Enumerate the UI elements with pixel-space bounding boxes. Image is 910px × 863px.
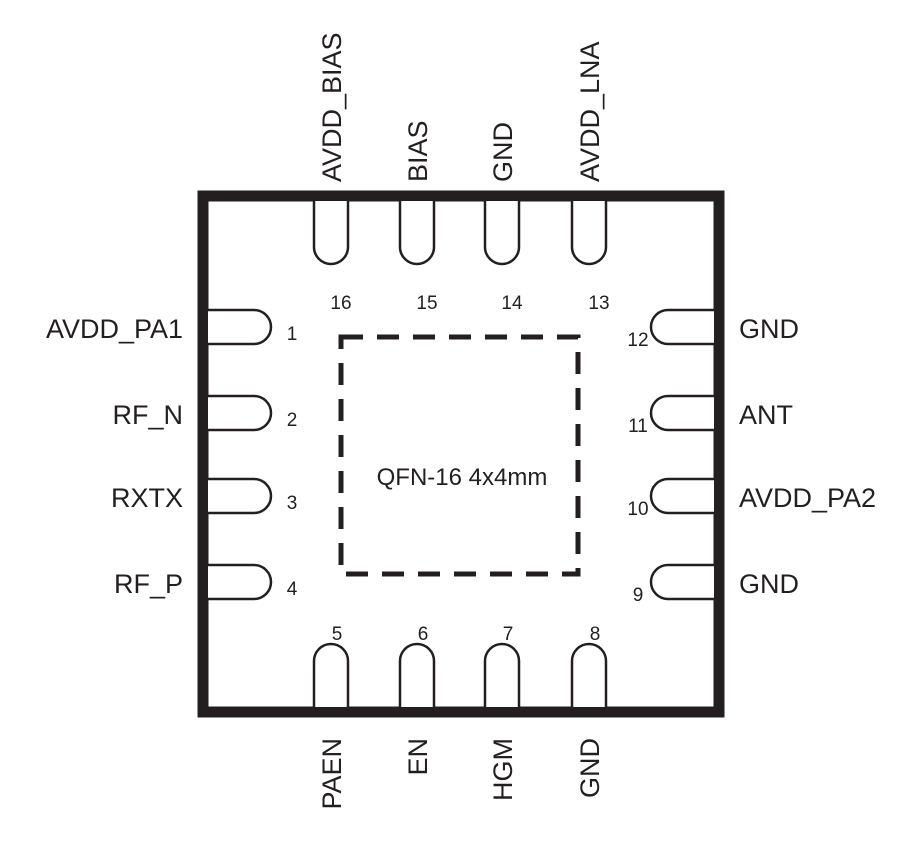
pin-number-2: 2 [287, 410, 298, 431]
pin-name-3: RXTX [111, 483, 183, 513]
pin-pad-8 [570, 642, 608, 707]
pin-pad-7 [483, 642, 521, 707]
pin-number-14: 14 [501, 293, 523, 314]
pin-number-11: 11 [628, 416, 648, 437]
pin-pad-11 [649, 394, 714, 432]
pin-name-6: EN [403, 738, 433, 776]
pin-number-8: 8 [590, 624, 601, 645]
pin-number-5: 5 [332, 624, 343, 645]
pin-name-13: AVDD_LNA [575, 41, 605, 182]
pin-name-8: GND [575, 738, 605, 798]
pin-number-10: 10 [627, 499, 648, 520]
pin-pad-5 [312, 642, 350, 707]
pin-pad-6 [398, 642, 436, 707]
pin-pad-1 [208, 308, 273, 346]
pin-number-3: 3 [287, 493, 298, 514]
pin-name-7: HGM [488, 738, 518, 801]
pin-name-9: GND [739, 569, 799, 599]
pin-number-4: 4 [287, 579, 298, 600]
pin-name-16: AVDD_BIAS [317, 32, 347, 182]
pin-name-11: ANT [739, 400, 793, 430]
pin-pads [208, 201, 714, 707]
pin-number-1: 1 [287, 324, 298, 345]
pin-number-12: 12 [627, 330, 648, 351]
pin-pad-16 [312, 201, 350, 266]
pin-pad-12 [649, 308, 714, 346]
pin-name-5: PAEN [317, 738, 347, 810]
pin-name-2: RF_N [112, 400, 183, 430]
pin-pad-2 [208, 394, 273, 432]
pin-name-4: RF_P [114, 569, 183, 599]
pin-name-15: BIAS [403, 120, 433, 182]
pin-pad-13 [570, 201, 608, 266]
pin-name-12: GND [739, 314, 799, 344]
pin-number-9: 9 [633, 585, 644, 606]
pin-number-7: 7 [503, 624, 514, 645]
pin-pad-10 [649, 477, 714, 515]
pin-number-6: 6 [418, 624, 429, 645]
package-outline [197, 190, 725, 718]
pin-number-15: 15 [416, 293, 437, 314]
pin-number-13: 13 [588, 293, 609, 314]
pin-name-14: GND [488, 122, 518, 182]
pin-pad-9 [649, 563, 714, 601]
package-label: QFN-16 4x4mm [377, 464, 548, 491]
pin-pad-4 [208, 563, 273, 601]
pin-pad-15 [398, 201, 436, 266]
exposed-pad-outline [338, 334, 581, 577]
pin-name-10: AVDD_PA2 [739, 483, 876, 513]
pin-number-16: 16 [330, 293, 351, 314]
pin-pad-14 [483, 201, 521, 266]
pin-name-1: AVDD_PA1 [46, 314, 183, 344]
pin-pad-3 [208, 477, 273, 515]
